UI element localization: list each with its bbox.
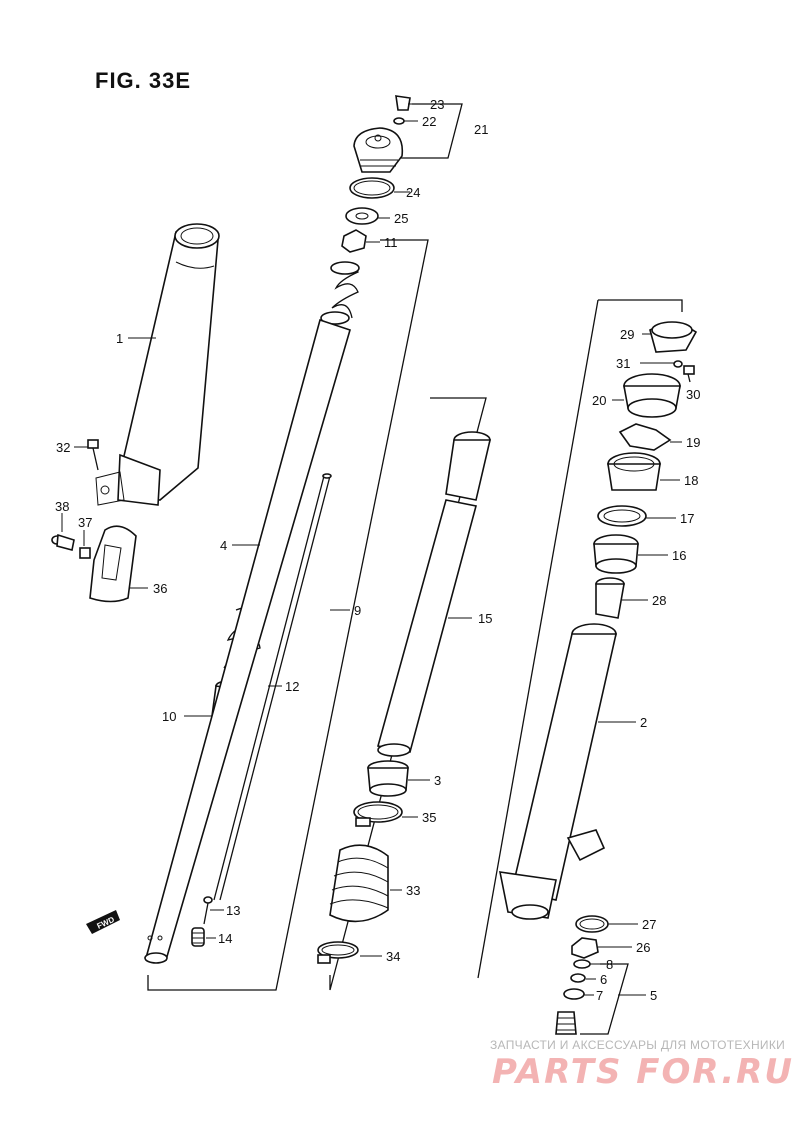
callout-4: 4	[220, 538, 227, 553]
o-ring-27	[575, 915, 609, 933]
callout-36: 36	[153, 581, 167, 596]
callout-11: 11	[384, 235, 398, 250]
callout-7: 7	[596, 988, 603, 1003]
callout-38: 38	[55, 499, 69, 514]
rod-12	[213, 473, 332, 901]
bushing-3	[367, 760, 409, 797]
callout-9: 9	[354, 603, 361, 618]
bolt-13	[203, 896, 213, 925]
callout-27: 27	[642, 917, 656, 932]
callout-32: 32	[56, 440, 70, 455]
callout-37: 37	[78, 515, 92, 530]
fork-cap-21	[353, 95, 411, 173]
callout-2: 2	[640, 715, 647, 730]
callout-28: 28	[652, 593, 666, 608]
callout-22: 22	[422, 114, 436, 129]
gasket-19	[618, 423, 672, 451]
watermark-logo: PARTS FOR.RU	[492, 1052, 794, 1092]
nut-11	[341, 229, 367, 253]
seal-20	[623, 373, 681, 418]
washer-25	[345, 207, 379, 225]
fwd-arrow-badge: FWD	[86, 910, 120, 934]
bracket-2-group	[477, 299, 683, 979]
spring-upper	[320, 261, 360, 325]
bracket-9	[147, 239, 429, 991]
callout-5: 5	[650, 988, 657, 1003]
outer-tube-2	[498, 623, 618, 920]
washer-6	[570, 973, 586, 983]
inner-tube-left	[144, 318, 351, 964]
callout-20: 20	[592, 393, 606, 408]
callout-8: 8	[606, 957, 613, 972]
callout-35: 35	[422, 810, 436, 825]
callout-13: 13	[226, 903, 240, 918]
fwd-label: FWD	[95, 915, 116, 931]
callout-1: 1	[116, 331, 123, 346]
nut-26	[571, 937, 599, 959]
bolt-32	[87, 439, 99, 471]
callout-12: 12	[285, 679, 299, 694]
callout-14: 14	[218, 931, 232, 946]
bracket-5	[580, 963, 629, 1035]
clamp-34	[317, 941, 359, 964]
callout-17: 17	[680, 511, 694, 526]
washer-31	[673, 360, 683, 368]
outer-tube-left	[95, 223, 220, 506]
callout-26: 26	[636, 940, 650, 955]
bolt-38	[51, 533, 75, 551]
inner-tube-15	[376, 431, 492, 757]
callout-18: 18	[684, 473, 698, 488]
callout-31: 31	[616, 356, 630, 371]
cylinder-28	[595, 577, 625, 619]
callout-24: 24	[406, 185, 420, 200]
bushing-16	[593, 534, 639, 574]
callout-30: 30	[686, 387, 700, 402]
clamp-29	[649, 321, 698, 353]
washer-7	[563, 988, 585, 1000]
callout-21: 21	[474, 122, 488, 137]
o-ring-24	[349, 177, 395, 199]
callout-25: 25	[394, 211, 408, 226]
callout-33: 33	[406, 883, 420, 898]
clamp-35	[353, 801, 403, 827]
fork-guard-36	[89, 525, 137, 603]
callout-23: 23	[430, 97, 444, 112]
callout-16: 16	[672, 548, 686, 563]
callout-15: 15	[478, 611, 492, 626]
callout-3: 3	[434, 773, 441, 788]
washer-17	[597, 505, 647, 527]
callout-6: 6	[600, 972, 607, 987]
washer-8	[573, 959, 591, 969]
spring-14	[191, 927, 205, 947]
figure-title: FIG. 33E	[95, 68, 192, 93]
callout-10: 10	[162, 709, 176, 724]
seal-18	[607, 452, 661, 491]
callout-29: 29	[620, 327, 634, 342]
bolt-5	[555, 1011, 577, 1035]
boot-33	[329, 844, 389, 923]
leader-lines	[61, 103, 682, 996]
watermark-tagline: ЗАПЧАСТИ И АКСЕССУАРЫ ДЛЯ МОТОТЕХНИКИ	[490, 1038, 786, 1052]
callout-34: 34	[386, 949, 400, 964]
bracket-21	[400, 103, 463, 159]
callout-19: 19	[686, 435, 700, 450]
bolt-30	[683, 365, 695, 383]
washer-37	[79, 547, 91, 559]
